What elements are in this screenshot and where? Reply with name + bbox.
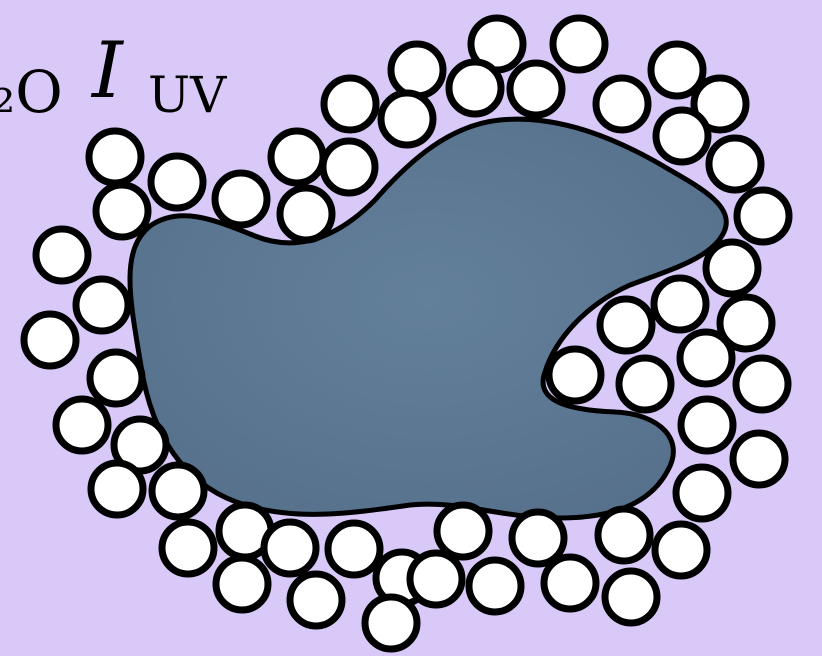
particle	[709, 138, 761, 190]
particle	[91, 463, 143, 515]
particle	[76, 279, 128, 331]
particle	[706, 242, 758, 294]
particle	[271, 131, 323, 183]
particle	[733, 433, 785, 485]
particle	[24, 314, 76, 366]
label-prefix: ₂O	[0, 58, 63, 126]
particle	[600, 299, 652, 351]
particle	[469, 560, 521, 612]
particle	[510, 63, 562, 115]
particle	[619, 358, 671, 410]
particle	[56, 399, 108, 451]
particle	[215, 173, 267, 225]
particle	[151, 156, 203, 208]
particle	[654, 278, 706, 330]
label-group: ₂O I UV	[0, 26, 227, 126]
particle	[162, 522, 214, 574]
particle	[152, 465, 204, 517]
particle	[410, 553, 462, 605]
particle	[280, 188, 332, 240]
particle	[328, 523, 380, 575]
particle	[324, 78, 376, 130]
particle	[323, 141, 375, 193]
particle	[549, 349, 601, 401]
particle	[598, 509, 650, 561]
particle	[381, 93, 433, 145]
particle	[449, 62, 501, 114]
particle	[656, 110, 708, 162]
particle	[737, 190, 789, 242]
particle	[676, 467, 728, 519]
particle	[96, 185, 148, 237]
particle	[736, 358, 788, 410]
particle	[680, 332, 732, 384]
particle	[544, 557, 596, 609]
particle	[216, 558, 268, 610]
particle	[391, 44, 443, 96]
particle	[596, 78, 648, 130]
particle	[89, 131, 141, 183]
particle	[90, 352, 142, 404]
particle	[553, 18, 605, 70]
particle	[605, 571, 657, 623]
particle	[655, 524, 707, 576]
particle	[512, 512, 564, 564]
particle	[437, 505, 489, 557]
particle	[264, 522, 316, 574]
particle	[681, 399, 733, 451]
particle	[290, 574, 342, 626]
label-subscript: UV	[148, 66, 227, 124]
particle	[365, 597, 417, 649]
label-main: I	[90, 26, 125, 116]
particle	[36, 229, 88, 281]
